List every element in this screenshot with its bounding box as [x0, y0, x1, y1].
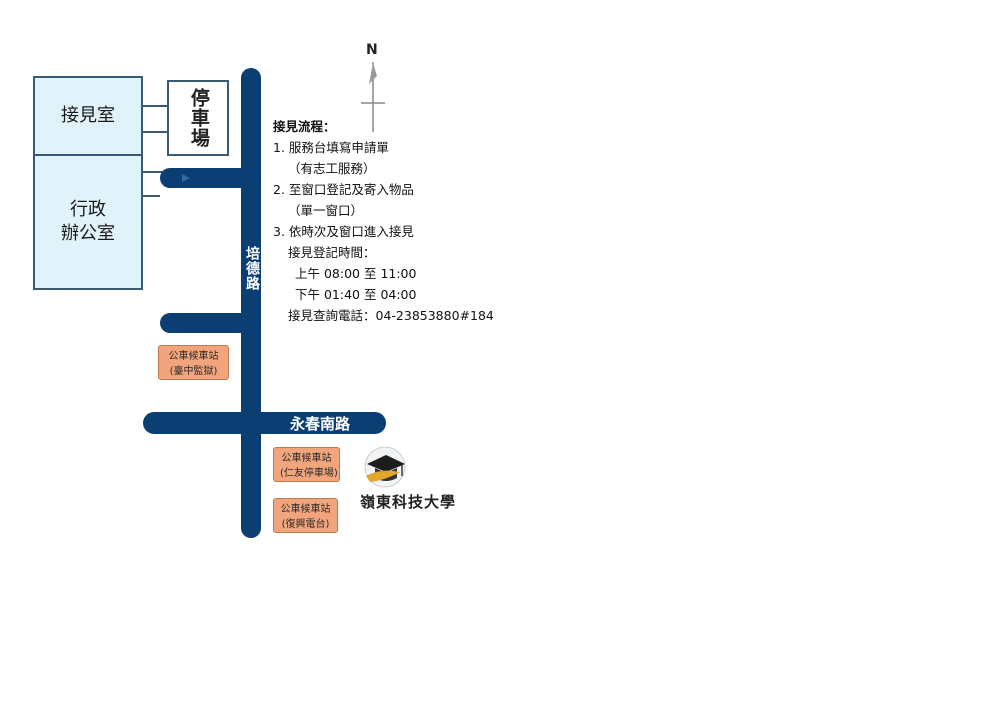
connector-reception-parking-top [141, 90, 168, 107]
connector-office-road-top [141, 158, 164, 173]
bus-stop-name: (復興電台) [281, 519, 330, 530]
visit-step-3: 3. 依時次及窗口進入接見 [273, 224, 414, 239]
connector-office-road-bottom [141, 195, 160, 212]
road-label-peide: 培德路 [244, 246, 260, 291]
bus-stop-label: 公車候車站 [168, 351, 219, 362]
inquiry-phone: 接見查詢電話：04-23853880#184 [288, 308, 494, 323]
visit-info-panel: 接見流程： 1. 服務台填寫申請單 （有志工服務） 2. 至窗口登記及寄入物品 … [273, 116, 494, 326]
reception-room: 接見室 [33, 76, 143, 156]
parking-lot-label: 停車場 [187, 88, 210, 148]
school-name: 嶺東科技大學 [360, 493, 457, 511]
morning-hours: 上午 08:00 至 11:00 [295, 266, 417, 281]
bus-stop-name: (仁友停車場) [280, 468, 338, 479]
compass-arrow-icon [369, 63, 377, 84]
visit-info-title: 接見流程： [273, 119, 336, 134]
bus-stop-renyou-parking: 公車候車站 (仁友停車場) [273, 447, 340, 482]
afternoon-hours: 下午 01:40 至 04:00 [295, 287, 417, 302]
bus-stop-label: 公車候車站 [280, 504, 331, 515]
visit-step-1-note: （有志工服務） [288, 161, 376, 176]
registration-time-label: 接見登記時間： [288, 245, 376, 260]
reception-room-label: 接見室 [61, 104, 115, 126]
admin-office-label: 行政 辦公室 [61, 198, 115, 244]
visit-step-1: 1. 服務台填寫申請單 [273, 140, 389, 155]
bus-stop-taichung-prison: 公車候車站 (臺中監獄) [158, 345, 229, 380]
visit-step-2: 2. 至窗口登記及寄入物品 [273, 182, 414, 197]
bus-stop-name: (臺中監獄) [169, 366, 218, 377]
parking-lot: 停車場 [167, 80, 229, 156]
compass-north-label: N [366, 42, 378, 58]
road-label-yongchun-south: 永春南路 [290, 415, 351, 433]
visit-step-2-note: （單一窗口） [288, 203, 364, 218]
school-logo-icon [364, 446, 406, 488]
bus-stop-fuxing-radio: 公車候車站 (復興電台) [273, 498, 338, 533]
entrance-arrow-icon [182, 174, 190, 182]
bus-stop-label: 公車候車站 [281, 453, 332, 464]
admin-office: 行政 辦公室 [33, 154, 143, 290]
connector-reception-parking-bottom [141, 131, 168, 148]
